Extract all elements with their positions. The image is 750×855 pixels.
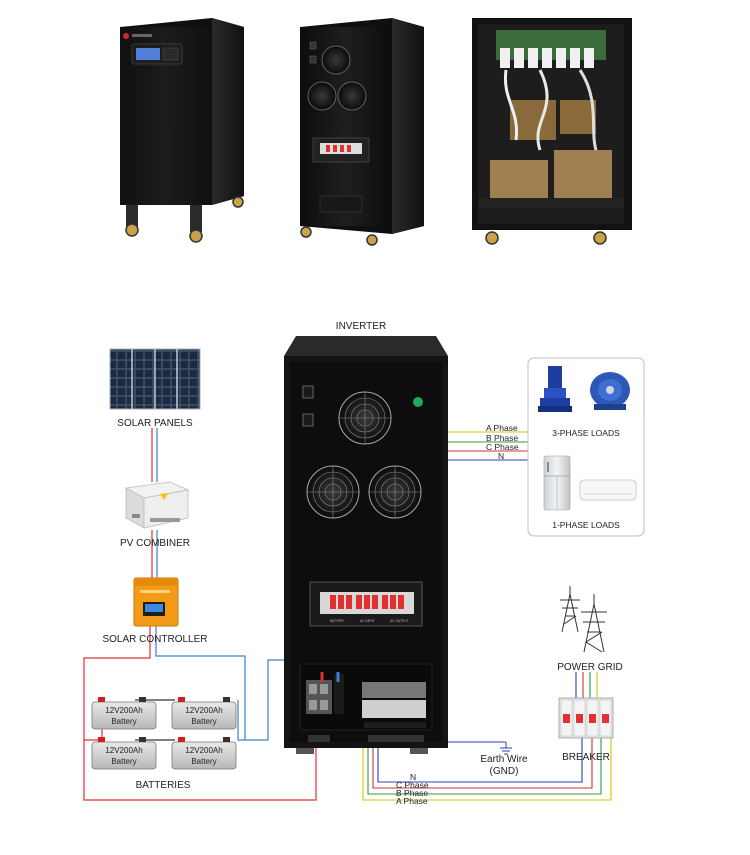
solar-panels [109, 348, 201, 410]
battery-2-rating: 12V200Ah [185, 706, 222, 715]
inverter-breaker-panel: BATTERY AC INPUT AC OUTPUT [309, 581, 423, 627]
batteries-label: BATTERIES [136, 780, 191, 791]
inverter-label: INVERTER [336, 321, 386, 332]
panel-label-ac-input: AC INPUT [360, 619, 375, 623]
solar-panels-label: SOLAR PANELS [117, 418, 193, 429]
motor-icon [590, 372, 630, 410]
grid-breaker [558, 697, 614, 739]
breaker-label: BREAKER [562, 752, 610, 763]
battery-1: 12V200Ah Battery [91, 697, 157, 730]
wire-bottom-b-phase: B Phase [396, 788, 428, 798]
three-phase-loads-label: 3-PHASE LOADS [552, 428, 620, 438]
product-photo-front [120, 18, 244, 243]
wire-bottom-a-phase: A Phase [396, 796, 428, 806]
inverter-fan-left [306, 465, 360, 519]
power-grid-label: POWER GRID [557, 662, 623, 673]
battery-bank: 12V200Ah Battery 12V200Ah Battery 12V200… [91, 697, 237, 770]
battery-2: 12V200Ah Battery [171, 697, 237, 730]
product-photo-back [300, 18, 424, 246]
air-conditioner-icon [579, 479, 637, 501]
solar-controller-label: SOLAR CONTROLLER [102, 634, 207, 645]
wire-top-b-phase: B Phase [486, 433, 518, 443]
battery-3: 12V200Ah Battery [91, 737, 157, 770]
pv-combiner [124, 481, 190, 529]
battery-1-name: Battery [111, 717, 136, 726]
wire-bottom-c-phase: C Phase [396, 780, 429, 790]
product-photo-internal [472, 18, 632, 245]
panel-label-ac-output: AC OUTPUT [390, 619, 408, 623]
wire-top-c-phase: C Phase [486, 442, 519, 452]
battery-4-name: Battery [191, 757, 216, 766]
pump-icon [538, 366, 572, 412]
inverter-cabinet: BATTERY AC INPUT AC OUTPUT [284, 336, 448, 754]
battery-4: 12V200Ah Battery [171, 737, 237, 770]
fridge-icon [543, 455, 571, 511]
battery-1-rating: 12V200Ah [105, 706, 142, 715]
solar-controller [133, 577, 179, 627]
earth-wire-gnd-label: (GND) [490, 766, 519, 777]
battery-3-rating: 12V200Ah [105, 746, 142, 755]
panel-label-battery: BATTERY [330, 619, 345, 623]
inverter-fan-right [368, 465, 422, 519]
pv-combiner-label: PV COMBINER [120, 538, 190, 549]
wire-bottom-n: N [410, 772, 416, 782]
earth-wire-label: Earth Wire [480, 754, 528, 765]
battery-2-name: Battery [191, 717, 216, 726]
wire-top-a-phase: A Phase [486, 423, 518, 433]
power-grid-towers [560, 586, 607, 653]
wire-top-n: N [498, 451, 504, 461]
inverter-terminals [299, 663, 433, 731]
inverter-fan-top [338, 391, 392, 445]
battery-3-name: Battery [111, 757, 136, 766]
loads-box: 3-PHASE LOADS 1-PHASE LOADS [527, 357, 645, 537]
battery-4-rating: 12V200Ah [185, 746, 222, 755]
ground-symbol-icon [500, 742, 512, 755]
one-phase-loads-label: 1-PHASE LOADS [552, 520, 620, 530]
